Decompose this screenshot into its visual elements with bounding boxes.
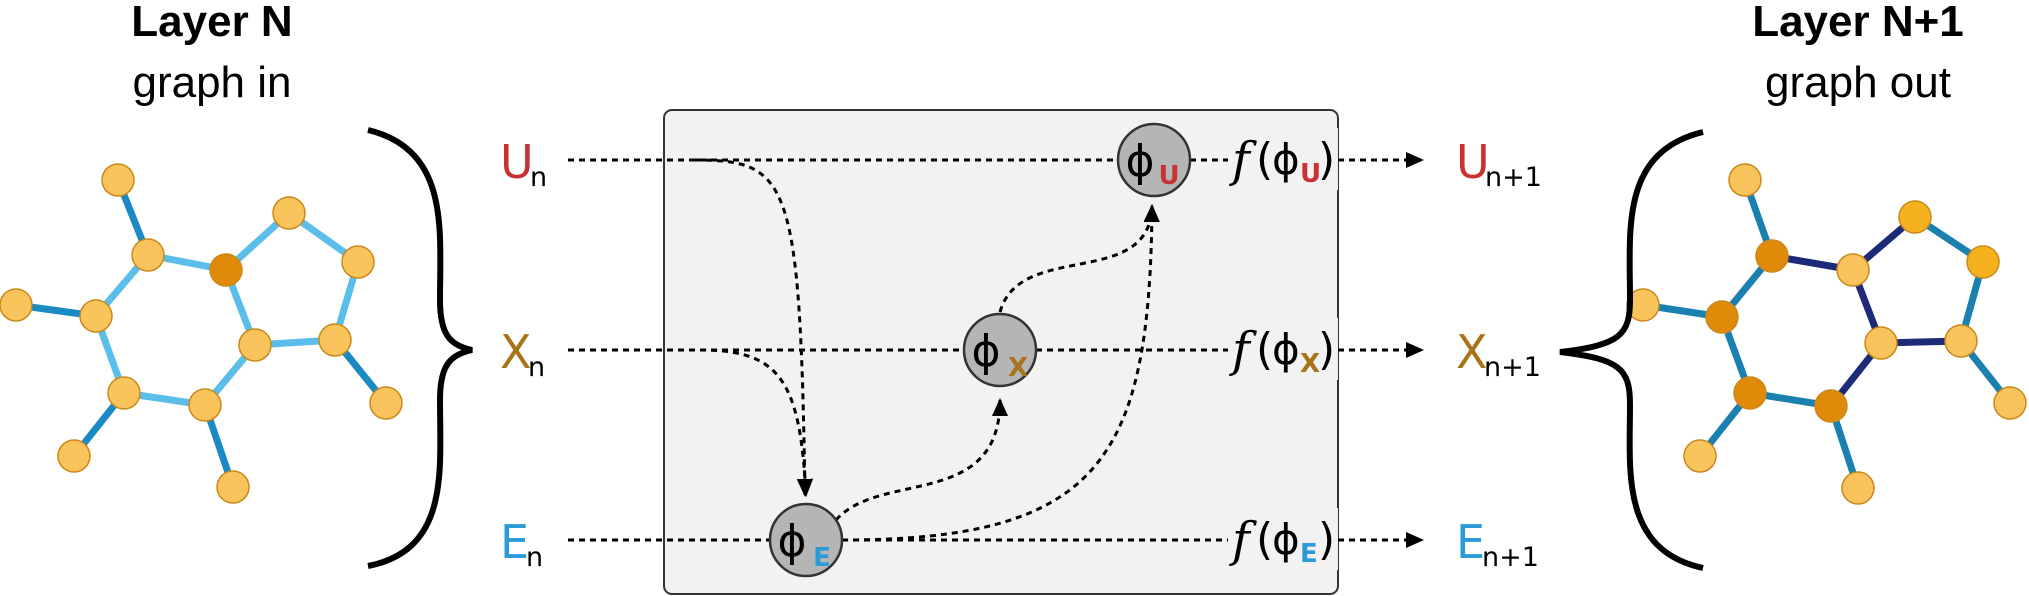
output-u-letter: U	[1456, 135, 1490, 189]
phi-u-sub: U	[1158, 161, 1179, 191]
right-curly-brace	[1559, 129, 1704, 571]
phi-x-node: ϕ X	[962, 312, 1038, 388]
f-phi-e-label: f ( ϕ E )	[1228, 508, 1338, 570]
input-graph-node	[131, 238, 165, 272]
input-graph	[0, 163, 403, 504]
input-graph-node	[107, 376, 141, 410]
output-graph-node	[1814, 389, 1848, 423]
input-graph-node	[0, 288, 33, 322]
phi-e-to-phi-x-arrow	[834, 398, 1008, 521]
right-title-regular: graph out	[1765, 58, 1951, 107]
f-x-sub: X	[1300, 349, 1320, 379]
output-graph-node	[1993, 386, 2027, 420]
output-graph-node	[1841, 471, 1875, 505]
output-x-sub: n+1	[1484, 352, 1541, 383]
input-graph-node	[101, 163, 135, 197]
input-graph-node	[79, 299, 113, 333]
input-e-sub: n	[526, 542, 543, 573]
output-label-e: E n+1	[1456, 515, 1539, 573]
output-graph-node	[1733, 376, 1767, 410]
input-graph-node	[209, 253, 243, 287]
f-x-open: (	[1256, 324, 1273, 375]
phi-e-symbol: ϕ	[777, 516, 806, 567]
output-graph-node	[1705, 300, 1739, 334]
phi-u-node: ϕ U	[1116, 122, 1192, 198]
f-e-open: (	[1256, 514, 1273, 565]
output-graph-node	[1728, 163, 1762, 197]
phi-x-to-phi-u-arrow	[998, 204, 1160, 313]
phi-x-symbol: ϕ	[971, 326, 1000, 377]
phi-e-to-phi-u-arrow	[841, 204, 1160, 542]
phi-u-symbol: ϕ	[1125, 136, 1154, 187]
output-x-letter: X	[1456, 325, 1488, 379]
input-graph-node	[341, 245, 375, 279]
output-e-letter: E	[1456, 515, 1485, 569]
input-label-e: E n	[500, 515, 543, 573]
f-e-close: )	[1318, 514, 1335, 565]
input-label-x: X n	[500, 325, 545, 383]
f-u-phi: ϕ	[1272, 135, 1300, 184]
phi-e-sub: E	[813, 543, 831, 573]
f-x-phi: ϕ	[1272, 325, 1300, 374]
input-e-letter: E	[500, 515, 529, 569]
f-e-sub: E	[1300, 539, 1318, 569]
input-label-u: U n	[500, 135, 547, 193]
f-x-close: )	[1318, 324, 1335, 375]
x-to-phi-e-arrow	[699, 348, 814, 497]
input-u-sub: n	[530, 162, 547, 193]
output-graph-node	[1944, 324, 1978, 358]
f-u-sub: U	[1300, 159, 1321, 189]
output-graph-node	[1755, 239, 1789, 273]
f-phi-u-label: f ( ϕ U )	[1228, 128, 1338, 190]
output-graph-node	[1683, 439, 1717, 473]
output-graph-node	[1966, 245, 2000, 279]
input-graph-node	[318, 323, 352, 357]
left-title-bold: Layer N	[131, 0, 292, 46]
input-x-sub: n	[528, 352, 545, 383]
output-label-x: X n+1	[1456, 325, 1541, 383]
input-graph-node	[216, 470, 250, 504]
f-u-open: (	[1256, 134, 1273, 185]
output-graph-node	[1864, 326, 1898, 360]
phi-e-node: ϕ E	[768, 502, 844, 578]
input-u-letter: U	[500, 135, 534, 189]
input-graph-node	[188, 388, 222, 422]
phi-x-sub: X	[1008, 353, 1028, 383]
f-phi-x-label: f ( ϕ X )	[1228, 318, 1338, 380]
u-to-phi-e-arrow	[694, 158, 813, 497]
input-graph-node	[272, 196, 306, 230]
f-u-close: )	[1318, 134, 1335, 185]
left-title-regular: graph in	[132, 58, 291, 107]
output-e-sub: n+1	[1482, 542, 1539, 573]
output-graph-node	[1898, 200, 1932, 234]
input-graph-node	[238, 328, 272, 362]
right-title-bold: Layer N+1	[1752, 0, 1964, 46]
f-e-phi: ϕ	[1272, 515, 1300, 564]
output-label-u: U n+1	[1456, 135, 1542, 193]
output-graph-node	[1836, 253, 1870, 287]
left-curly-brace	[367, 127, 473, 569]
output-graph	[1626, 163, 2027, 505]
output-u-sub: n+1	[1485, 162, 1542, 193]
input-graph-node	[57, 439, 91, 473]
input-x-letter: X	[500, 325, 532, 379]
input-graph-node	[369, 386, 403, 420]
